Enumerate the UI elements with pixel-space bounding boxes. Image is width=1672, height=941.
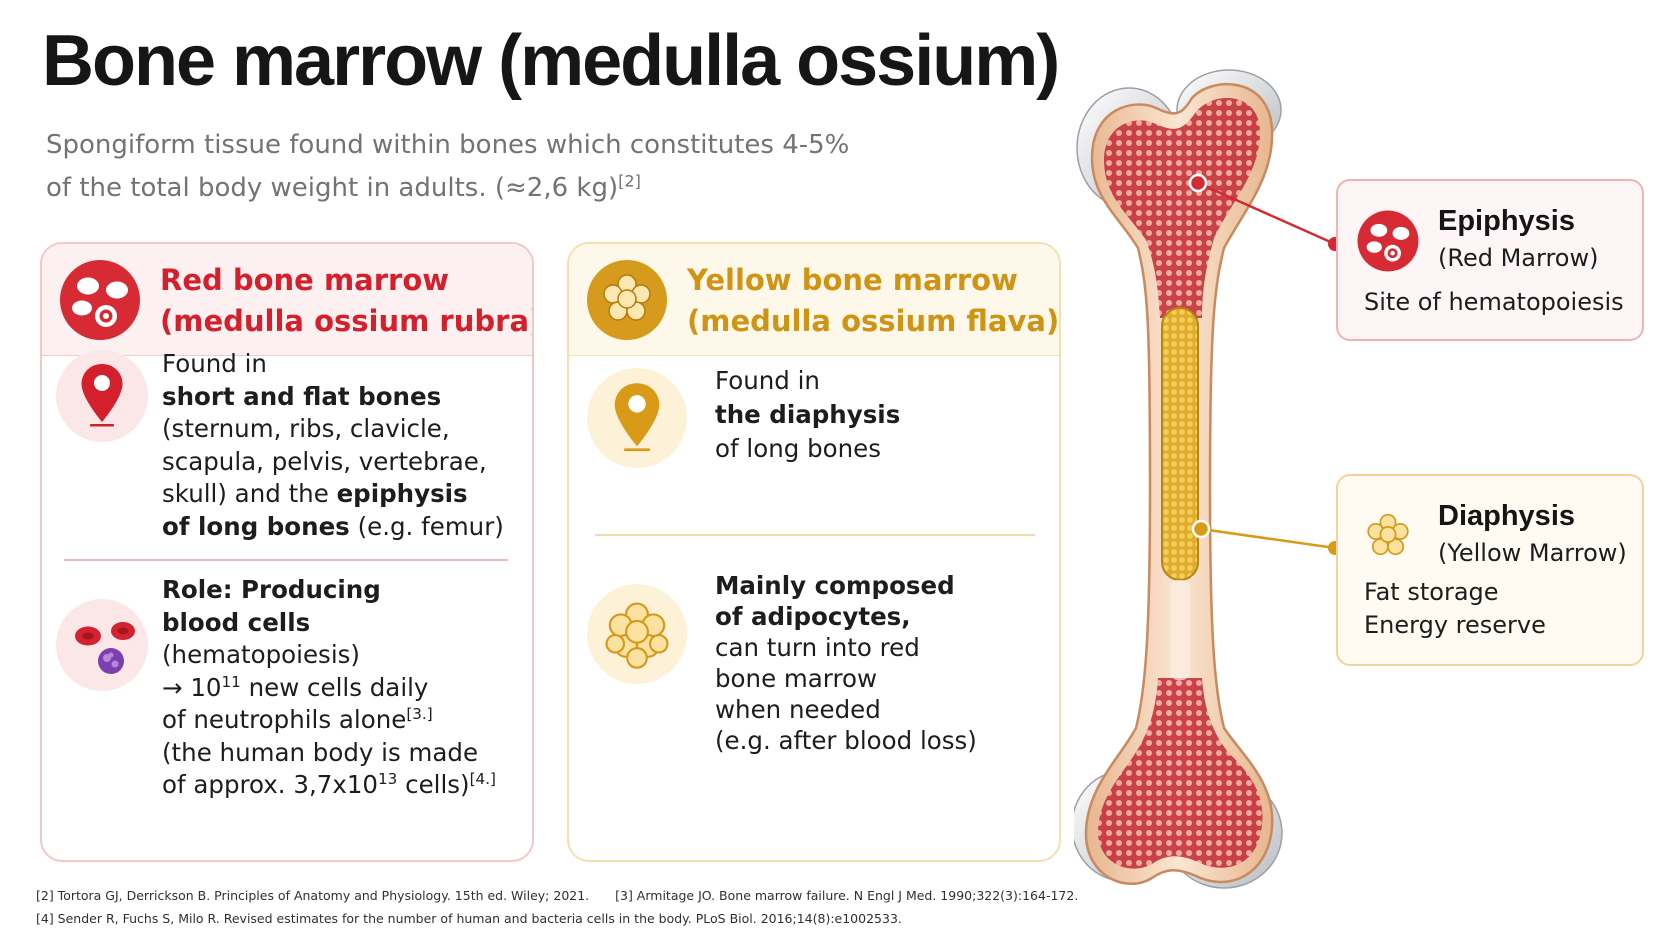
yellow-comp-l5: when needed [715,695,881,724]
yellow-comp-l1: Mainly composed [715,571,955,600]
yellow-comp-l2: of adipocytes, [715,602,911,631]
page-title: Bone marrow (medulla ossium) [42,21,1060,101]
red-title-line-1: Red bone marrow [160,263,450,297]
reference-4: [4] Sender R, Fuchs S, Milo R. Revised e… [36,911,902,926]
red-cells-icon-wrap [56,599,148,691]
red-role-text: Role: Producing blood cells (hematopoies… [162,574,496,802]
yellow-card-title: Yellow bone marrow (medulla ossium flava… [687,260,1059,342]
references-line-1: [2] Tortora GJ, Derrickson B. Principles… [36,888,1078,903]
red-found-l4: scapula, pelvis, vertebrae, [162,446,487,476]
blood-cells-icon [1357,210,1419,272]
yellow-comp-l4: bone marrow [715,664,878,693]
red-card-title: Red bone marrow (medulla ossium rubra) [160,260,534,342]
reference-2: [2] Tortora GJ, Derrickson B. Principles… [36,888,590,903]
red-role-l4-post: new cells daily [240,672,429,702]
red-role-l7-ref: [4.] [469,769,496,788]
red-role-l7-post: cells) [397,770,470,799]
red-card-divider [64,559,508,561]
red-found-l1: Found in [162,349,267,378]
red-role-l4-sup: 11 [221,672,241,691]
red-marrow-card: Red bone marrow (medulla ossium rubra) F… [40,242,534,862]
yellow-marrow-card: Yellow bone marrow (medulla ossium flava… [567,242,1061,862]
epiphysis-subtitle: (Red Marrow) [1438,244,1599,272]
location-pin-icon [614,383,660,452]
diaphysis-connector-dot [1191,519,1211,539]
epiphysis-callout: Epiphysis (Red Marrow) Site of hematopoi… [1336,179,1644,341]
red-found-l5-pre: skull) and the [162,479,337,508]
red-role-l5: of neutrophils alone [162,705,407,734]
yellow-title-line-1: Yellow bone marrow [687,263,1018,297]
yellow-composition-text: Mainly composed of adipocytes, can turn … [715,570,977,756]
diaphysis-title: Diaphysis [1438,500,1575,532]
yellow-title-line-2: (medulla ossium flava) [687,304,1060,338]
reference-3: [3] Armitage JO. Bone marrow failure. N … [615,888,1079,903]
red-found-l6-post: (e.g. femur) [349,511,504,541]
yellow-comp-l6: (e.g. after blood loss) [715,726,977,755]
yellow-cells-icon-wrap [587,584,687,684]
subtitle-line-1: Spongiform tissue found within bones whi… [46,130,850,160]
yellow-card-header: Yellow bone marrow (medulla ossium flava… [569,244,1059,356]
red-role-l7-pre: of approx. 3,7x10 [162,770,379,799]
fat-cells-icon [605,602,669,669]
red-role-l4-pre: → 10 [162,672,222,702]
red-role-l6: (the human body is made [162,737,479,767]
page-subtitle: Spongiform tissue found within bones whi… [46,124,906,210]
red-role-l7-sup: 13 [378,769,398,788]
epiphysis-title: Epiphysis [1438,205,1575,237]
diaphysis-connector-line [1200,527,1336,550]
subtitle-line-2: of the total body weight in adults. (≈2,… [46,173,619,203]
subtitle-ref: [2] [618,171,641,191]
red-found-text: Found in short and flat bones (sternum, … [162,348,504,543]
yellow-card-divider [595,534,1035,536]
red-found-l3: (sternum, ribs, clavicle, [162,414,450,443]
red-found-l6-bold: of long bones [162,511,350,541]
red-role-l2: blood cells [162,607,311,637]
fat-cells-icon [587,260,667,340]
red-title-line-2: (medulla ossium rubra) [160,304,534,338]
red-found-l5-bold: epiphysis [336,479,468,508]
red-role-l1: Role: Producing [162,575,381,604]
red-location-icon-wrap [56,350,148,442]
yellow-location-icon-wrap [587,368,687,468]
location-pin-icon [81,364,123,427]
diaphysis-callout: Diaphysis (Yellow Marrow) Fat storage En… [1336,474,1644,666]
yellow-comp-l3: can turn into red [715,633,920,662]
red-card-header: Red bone marrow (medulla ossium rubra) [42,244,532,356]
yellow-found-l3: of long bones [715,434,881,463]
diaphysis-body-2: Energy reserve [1364,611,1546,639]
diaphysis-subtitle: (Yellow Marrow) [1438,539,1627,567]
fat-cells-icon [1367,513,1409,556]
yellow-found-l2: the diaphysis [715,400,901,429]
femur-illustration [1071,68,1292,898]
femur-bone-drawing [1071,69,1283,889]
yellow-found-l1: Found in [715,366,820,395]
red-found-l2: short and flat bones [162,381,442,411]
diaphysis-body: Fat storage Energy reserve [1364,576,1546,642]
blood-cells-icon [75,622,135,674]
blood-cells-icon [60,260,140,340]
red-role-l5-sup: [3.] [406,704,433,723]
yellow-found-text: Found in the diaphysis of long bones [715,364,900,466]
epiphysis-body: Site of hematopoiesis [1364,288,1624,316]
epiphysis-connector-line [1197,181,1336,246]
diaphysis-body-1: Fat storage [1364,578,1499,606]
red-role-l3: (hematopoiesis) [162,640,360,669]
epiphysis-connector-dot [1188,173,1208,193]
